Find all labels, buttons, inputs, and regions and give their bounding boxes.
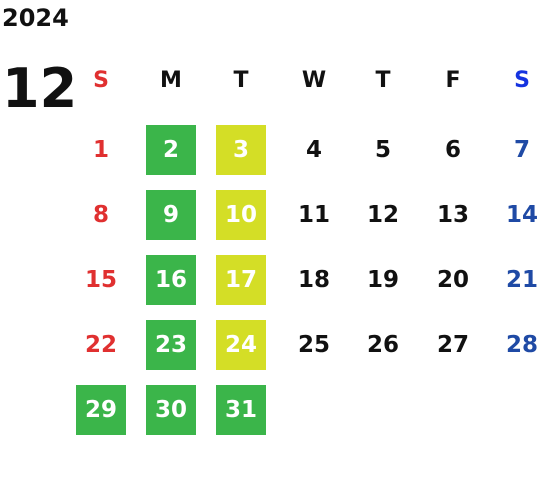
day-cell[interactable]: 15 xyxy=(84,267,117,293)
day-cell-highlighted[interactable]: 30 xyxy=(146,385,196,435)
day-cell[interactable]: 13 xyxy=(436,202,469,228)
weekday-header-tue: T xyxy=(233,67,249,93)
day-cell[interactable]: 18 xyxy=(297,267,330,293)
day-cell[interactable]: 27 xyxy=(436,332,469,358)
day-cell-highlighted[interactable]: 2 xyxy=(146,125,196,175)
day-cell-highlighted[interactable]: 3 xyxy=(216,125,266,175)
day-cell[interactable]: 5 xyxy=(374,137,391,163)
weekday-header-sat: S xyxy=(514,67,530,93)
day-cell-highlighted[interactable]: 16 xyxy=(146,255,196,305)
year-label: 2024 xyxy=(2,4,69,32)
month-number: 12 xyxy=(2,57,78,120)
day-cell[interactable]: 4 xyxy=(305,137,322,163)
day-cell[interactable]: 20 xyxy=(436,267,469,293)
day-cell-highlighted[interactable]: 10 xyxy=(216,190,266,240)
weekday-header-mon: M xyxy=(160,67,182,93)
day-cell[interactable]: 25 xyxy=(297,332,330,358)
day-cell-highlighted[interactable]: 29 xyxy=(76,385,126,435)
day-cell-highlighted[interactable]: 24 xyxy=(216,320,266,370)
weekday-header-thu: T xyxy=(375,67,391,93)
weekday-header-fri: F xyxy=(445,67,461,93)
day-cell[interactable]: 22 xyxy=(84,332,117,358)
day-cell[interactable]: 12 xyxy=(366,202,399,228)
day-cell[interactable]: 11 xyxy=(297,202,330,228)
day-cell-highlighted[interactable]: 9 xyxy=(146,190,196,240)
day-cell[interactable]: 28 xyxy=(505,332,538,358)
day-cell[interactable]: 1 xyxy=(92,137,109,163)
day-cell[interactable]: 14 xyxy=(505,202,538,228)
day-cell-highlighted[interactable]: 23 xyxy=(146,320,196,370)
day-cell[interactable]: 19 xyxy=(366,267,399,293)
weekday-header-wed: W xyxy=(301,67,327,93)
day-cell-highlighted[interactable]: 17 xyxy=(216,255,266,305)
day-cell[interactable]: 8 xyxy=(92,202,109,228)
day-cell[interactable]: 26 xyxy=(366,332,399,358)
day-cell[interactable]: 7 xyxy=(513,137,530,163)
day-cell[interactable]: 6 xyxy=(444,137,461,163)
weekday-header-sun: S xyxy=(93,67,109,93)
day-cell[interactable]: 21 xyxy=(505,267,538,293)
day-cell-highlighted[interactable]: 31 xyxy=(216,385,266,435)
